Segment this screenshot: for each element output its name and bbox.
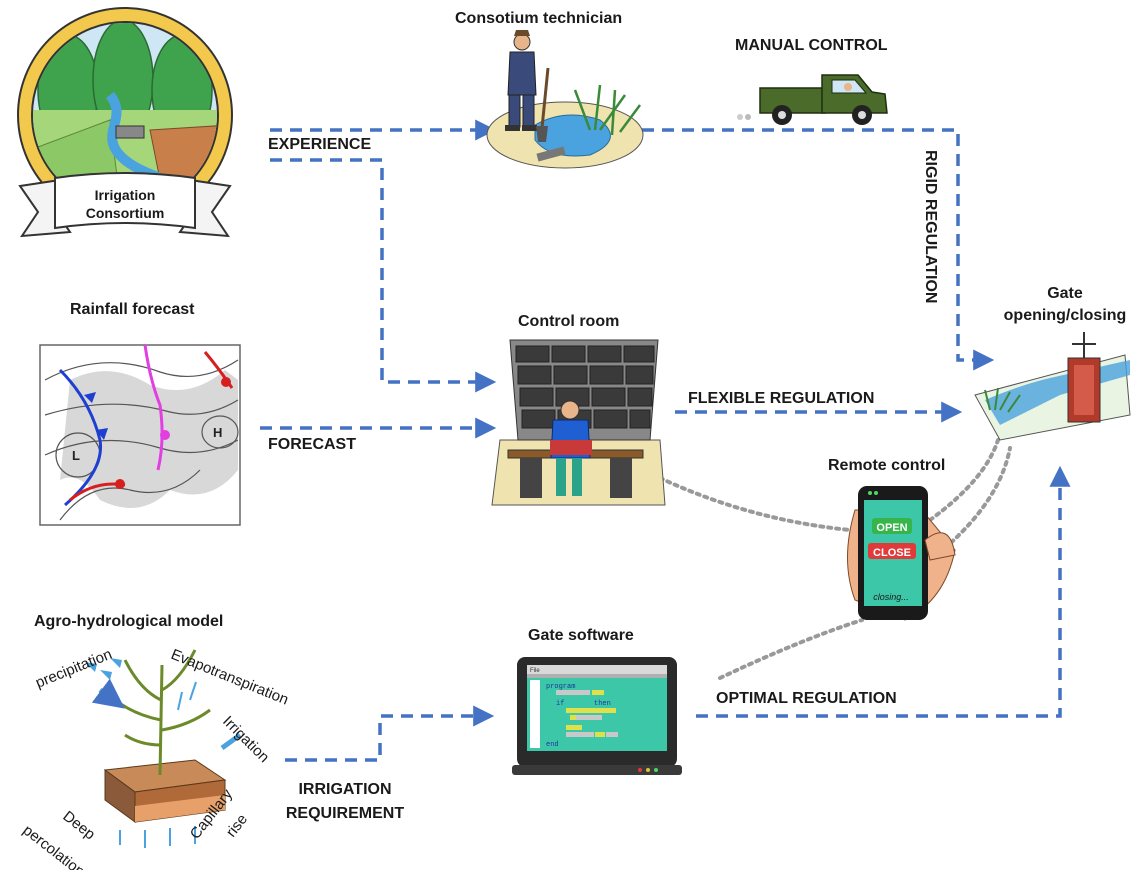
truck-illustration: [737, 74, 888, 125]
software-menu-label: File: [530, 668, 540, 674]
rise-label: rise: [223, 811, 251, 841]
phone-to-gate-link-2: [943, 446, 1012, 550]
control-room-to-phone-link: [658, 476, 852, 532]
rigid-regulation-label: RIGID REGULATION: [922, 150, 939, 303]
irrigation-requirement-arrow: [285, 705, 495, 762]
close-button-label: CLOSE: [873, 547, 911, 559]
control-room-illustration: [491, 339, 666, 506]
laptop-illustration: [512, 657, 682, 775]
software-to-phone-link: [718, 618, 864, 680]
rainfall-forecast-title: Rainfall forecast: [70, 301, 195, 318]
technician-title: Consotium technician: [455, 10, 623, 27]
phone-open-button[interactable]: [872, 518, 912, 534]
gate-title: Gate opening/closing: [990, 283, 1134, 327]
experience-to-control-room-arrow: [270, 158, 497, 393]
low-pressure-label: L: [72, 448, 80, 463]
phone-illustration: [847, 486, 956, 621]
gate-illustration: [974, 332, 1131, 441]
optimal-regulation-label: OPTIMAL REGULATION: [716, 690, 897, 707]
gate-software-title: Gate software: [528, 627, 634, 644]
code-then: then: [594, 700, 611, 708]
rigid-regulation-arrow: [622, 128, 995, 371]
consortium-name-line1: Irrigation: [94, 187, 156, 203]
code-end: end: [546, 741, 559, 749]
consortium-name: Irrigation Consortium: [70, 186, 180, 222]
phone-status-text: closing...: [873, 592, 909, 602]
irrigation-requirement-line2: REQUIREMENT: [285, 805, 405, 822]
technician-illustration: [486, 30, 644, 169]
phone-to-gate-link-1: [928, 438, 1000, 522]
high-pressure-label: H: [213, 425, 222, 440]
experience-label: EXPERIENCE: [268, 136, 372, 153]
manual-control-title: MANUAL CONTROL: [735, 37, 888, 54]
gate-title-line2: opening/closing: [1003, 307, 1127, 324]
control-room-title: Control room: [518, 313, 620, 330]
irrigation-requirement-line1: IRRIGATION: [298, 781, 392, 798]
code-program: program: [546, 683, 575, 691]
gate-title-line1: Gate: [1047, 285, 1083, 302]
remote-control-title: Remote control: [828, 457, 946, 474]
plant-model-illustration: [85, 649, 242, 848]
code-if: if: [556, 700, 564, 708]
precipitation-label: precipitation: [33, 646, 114, 692]
consortium-ribbon: [18, 172, 232, 238]
deep-label: Deep: [60, 808, 99, 843]
irrigation-requirement-label: IRRIGATION REQUIREMENT: [270, 778, 420, 826]
consortium-name-line2: Consortium: [85, 205, 165, 221]
open-button-label: OPEN: [876, 522, 907, 534]
forecast-label: FORECAST: [268, 436, 356, 453]
evapotranspiration-label: Evapotranspiration: [169, 646, 291, 709]
irrigation-label: Irrigation: [219, 713, 272, 766]
agro-model-title: Agro-hydrological model: [34, 613, 224, 630]
weather-map: [39, 344, 241, 526]
flexible-regulation-label: FLEXIBLE REGULATION: [688, 390, 875, 407]
optimal-regulation-arrow: [696, 465, 1071, 718]
phone-close-button[interactable]: [868, 543, 916, 559]
